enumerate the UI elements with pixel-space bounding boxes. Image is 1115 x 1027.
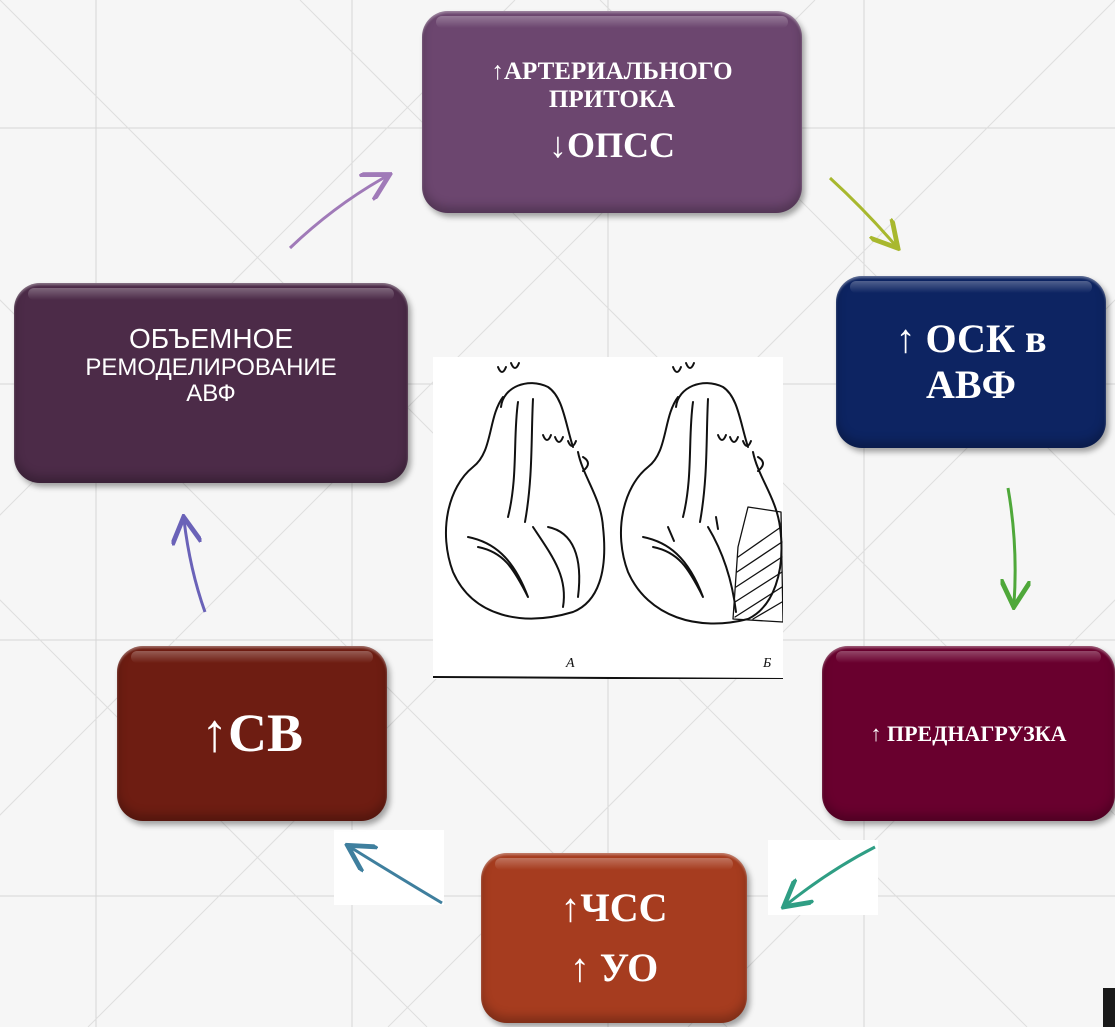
- corner-fragment: [1103, 988, 1115, 1027]
- heart-a-drawing: [446, 363, 604, 619]
- box-volume-remodeling: ОБЪЕМНОЕ РЕМОДЕЛИРОВАНИЕ АВФ: [14, 283, 408, 483]
- heart-label-b: Б: [762, 656, 771, 671]
- box-osk-line2: АВФ: [926, 362, 1016, 408]
- box-hr-line2: ↑ УО: [570, 945, 658, 991]
- box-preload: ↑ ПРЕДНАГРУЗКА: [822, 646, 1115, 821]
- arrow-co-to-remod: [184, 520, 205, 612]
- box-cardiac-output: ↑СВ: [117, 646, 387, 821]
- arrow-osk-to-preload: [1008, 488, 1015, 604]
- box-remod-line3: АВФ: [186, 381, 235, 407]
- box-heart-rate-stroke-volume: ↑ЧСС ↑ УО: [481, 853, 747, 1023]
- heart-illustration: А Б: [433, 357, 783, 679]
- heart-b-drawing: [621, 363, 781, 624]
- box-co-text: ↑СВ: [201, 702, 303, 764]
- hatched-wall: [733, 507, 783, 622]
- box-arterial-inflow-line2: ПРИТОКА: [549, 86, 675, 115]
- box-osk-line1: ↑ ОСК в: [895, 316, 1046, 362]
- heart-label-a: А: [565, 656, 575, 671]
- box-arterial-inflow-line3: ↓ОПСС: [549, 125, 675, 166]
- box-arterial-inflow: ↑АРТЕРИАЛЬНОГО ПРИТОКА ↓ОПСС: [422, 11, 802, 213]
- box-preload-text: ↑ ПРЕДНАГРУЗКА: [870, 721, 1066, 746]
- box-arterial-inflow-line1: ↑АРТЕРИАЛЬНОГО: [491, 58, 732, 87]
- figure-baseline: [433, 677, 783, 679]
- box-osk-avf: ↑ ОСК в АВФ: [836, 276, 1106, 448]
- arrow-preload-to-hr: [786, 847, 875, 905]
- arrow-remod-to-top: [290, 176, 387, 248]
- box-remod-line1: ОБЪЕМНОЕ: [129, 324, 293, 355]
- arrow-top-to-osk: [830, 178, 896, 246]
- arrow-hr-to-co: [350, 847, 442, 903]
- box-hr-line1: ↑ЧСС: [560, 885, 667, 931]
- box-remod-line2: РЕМОДЕЛИРОВАНИЕ: [85, 355, 336, 381]
